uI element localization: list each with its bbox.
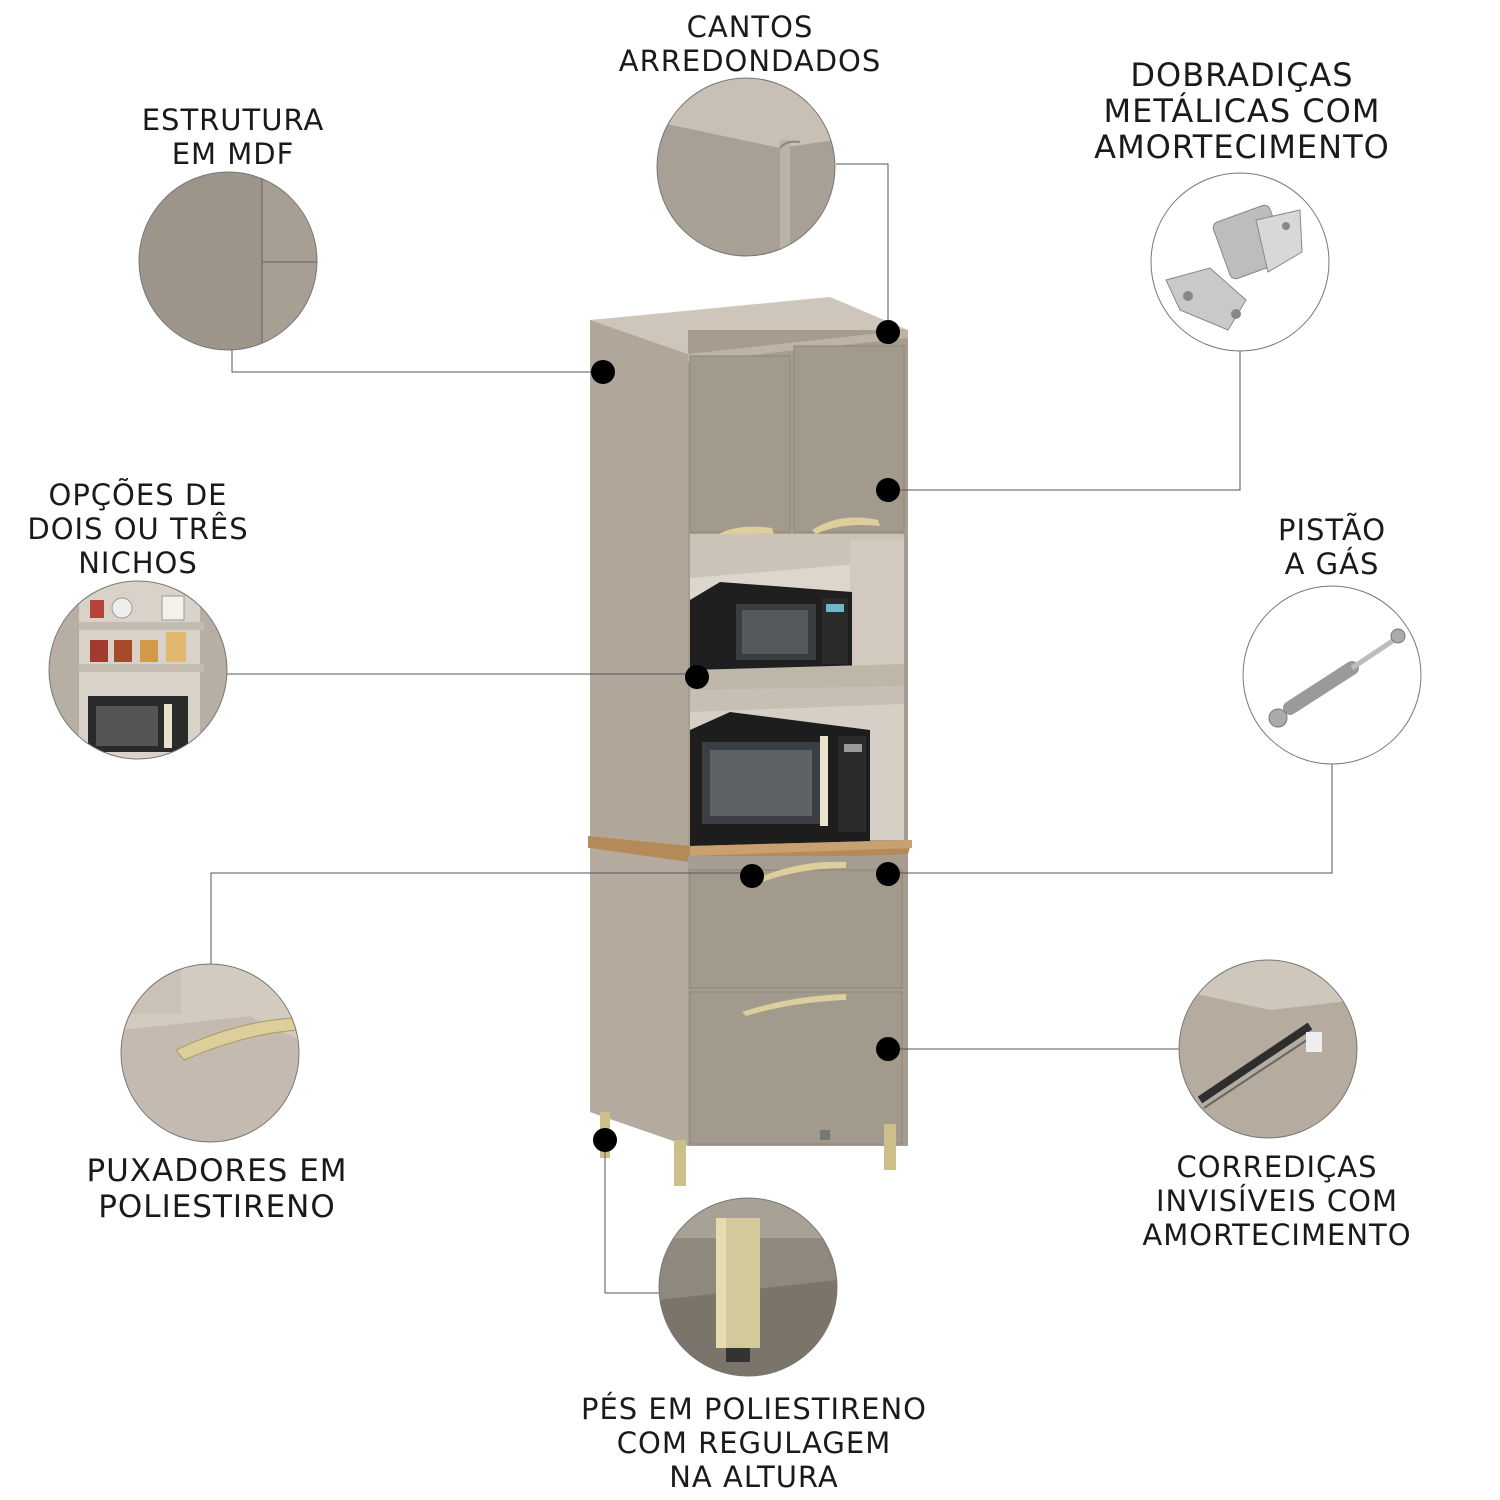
gas-piston-icon [1242,585,1422,765]
label-dobradicas: DOBRADIÇAS METÁLICAS COM AMORTECIMENTO [1094,56,1390,166]
upper-drawer-handle [758,861,846,882]
label-cantos: CANTOS ARREDONDADOS [618,10,882,78]
label-corredicas: CORREDIÇAS INVISÍVEIS COM AMORTECIMENTO [1142,1150,1412,1252]
lower-drawer-handle [742,994,846,1016]
dot-estrutura [591,360,615,384]
large-microwave [690,712,870,852]
callout-dots [591,320,900,1152]
dot-cantos [876,320,900,344]
rounded-corner-icon [656,77,836,257]
drawer-handle-icon [120,963,300,1143]
upper-drawer [689,869,903,989]
upper-right-door [793,345,905,533]
upper-left-handle [708,526,774,544]
cabinet-illustration [588,297,912,1186]
metal-hinge-icon [1150,172,1330,352]
dot-nichos [685,665,709,689]
adjustable-foot-icon [658,1197,838,1377]
dot-pistao [876,862,900,886]
label-pes: PÉS EM POLIESTIRENO COM REGULAGEM NA ALT… [580,1392,928,1494]
small-microwave [690,582,852,672]
dot-pes [593,1128,617,1152]
dot-corredicas [876,1037,900,1061]
dot-puxadores [740,864,764,888]
niche-shelf [690,664,904,692]
label-puxadores: PUXADORES EM POLIESTIRENO [86,1153,348,1225]
label-pistao: PISTÃO A GÁS [1277,513,1387,581]
cabinet-top-surface [590,297,908,354]
mdf-panel-corner-icon [138,171,318,351]
dot-dobradicas [876,478,900,502]
label-estrutura: ESTRUTURA EM MDF [141,103,325,171]
upper-left-door [689,355,791,533]
niche-shelves-icon [48,580,228,760]
leader-lines [210,163,1333,1294]
lower-drawer [689,991,903,1145]
upper-right-handle [812,517,880,534]
drawer-slide-icon [1178,959,1358,1139]
label-nichos: OPÇÕES DE DOIS OU TRÊS NICHOS [27,478,249,580]
